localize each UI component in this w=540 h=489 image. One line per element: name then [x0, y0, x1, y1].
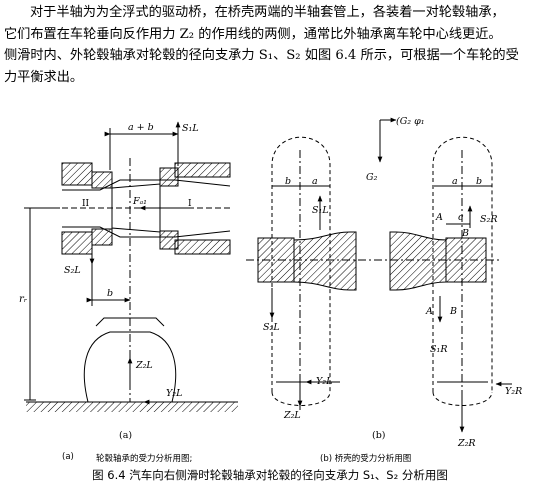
- caption-a-text: 轮毂轴承的受力分析用图;: [96, 454, 193, 464]
- label-b-y2r: Y₂R: [505, 386, 522, 397]
- caption-a-tag: (a): [62, 452, 74, 462]
- label-b-g2: G₂: [366, 172, 378, 183]
- label-b-g2phi: (G₂ φ₁: [396, 116, 425, 127]
- paragraph-line-2: 它们布置在车轮垂向反作用力 Z₂ 的作用线的两侧，通常比外轴承离车轮中心线更近。: [4, 26, 502, 42]
- label-b-a2: a: [452, 176, 458, 187]
- label-b-z2r: Z₂R: [457, 438, 476, 449]
- label-b-A1: A: [435, 212, 443, 223]
- label-b-A2: A: [425, 306, 433, 317]
- label-a-panel: (a): [119, 430, 132, 441]
- label-a-s1l: S₁L: [182, 123, 199, 134]
- paragraph-line-3: 侧滑时内、外轮毂轴承对轮毂的径向支承力 S₁、S₂ 如图 6.4 所示，可根据一…: [4, 48, 519, 63]
- caption-b-text: (b) 桥壳的受力分析用图: [320, 454, 412, 464]
- label-a-fa1: Fₐ₁: [132, 196, 147, 207]
- label-b-s1r: S₁R: [430, 344, 447, 355]
- label-b-b2: b: [476, 176, 482, 187]
- label-a-y2l: Y₂L: [166, 388, 182, 399]
- label-a-z2l: Z₂L: [135, 360, 153, 371]
- label-b-y2l: Y₂L: [316, 376, 332, 387]
- panel-a-drawing: [24, 121, 238, 412]
- paragraph-line-1: 对于半轴为为全浮式的驱动桥，在桥壳两端的半轴套管上，各装着一对轮毂轴承，: [30, 5, 505, 20]
- label-b-B1: B: [461, 228, 469, 239]
- panel-b-drawing: [246, 117, 512, 433]
- label-a-roman1: I: [188, 199, 192, 209]
- body-paragraph: 对于半轴为为全浮式的驱动桥，在桥壳两端的半轴套管上，各装着一对轮毂轴承， 它们布…: [4, 2, 536, 88]
- label-b-s1l: S₁L: [312, 205, 329, 216]
- label-a-roman2: II: [82, 199, 90, 209]
- label-b-B2: B: [449, 306, 457, 317]
- label-b-s2l: S₂L: [263, 322, 280, 333]
- figure-caption: 图 6.4 汽车向右侧滑时轮毂轴承对轮毂的径向支承力 S₁、S₂ 分析用图: [92, 468, 448, 482]
- label-a-ab: a + b: [128, 122, 154, 133]
- label-b-z2l: Z₂L: [283, 410, 301, 421]
- label-b-a1: a: [312, 176, 318, 187]
- figure-6-4: a + b S₁L Fₐ₁ I II S₂L b rᵣ Z₂L Y₂L (a): [19, 116, 522, 449]
- label-b-panel: (b): [372, 430, 386, 441]
- label-a-rr: rᵣ: [19, 294, 28, 305]
- label-a-b: b: [107, 288, 113, 299]
- label-b-s2r: S₂R: [480, 214, 497, 225]
- label-a-s2l: S₂L: [64, 265, 81, 276]
- label-b-c: c: [458, 212, 464, 223]
- paragraph-line-4: 力平衡求出。: [4, 69, 84, 85]
- label-b-b1: b: [285, 176, 291, 187]
